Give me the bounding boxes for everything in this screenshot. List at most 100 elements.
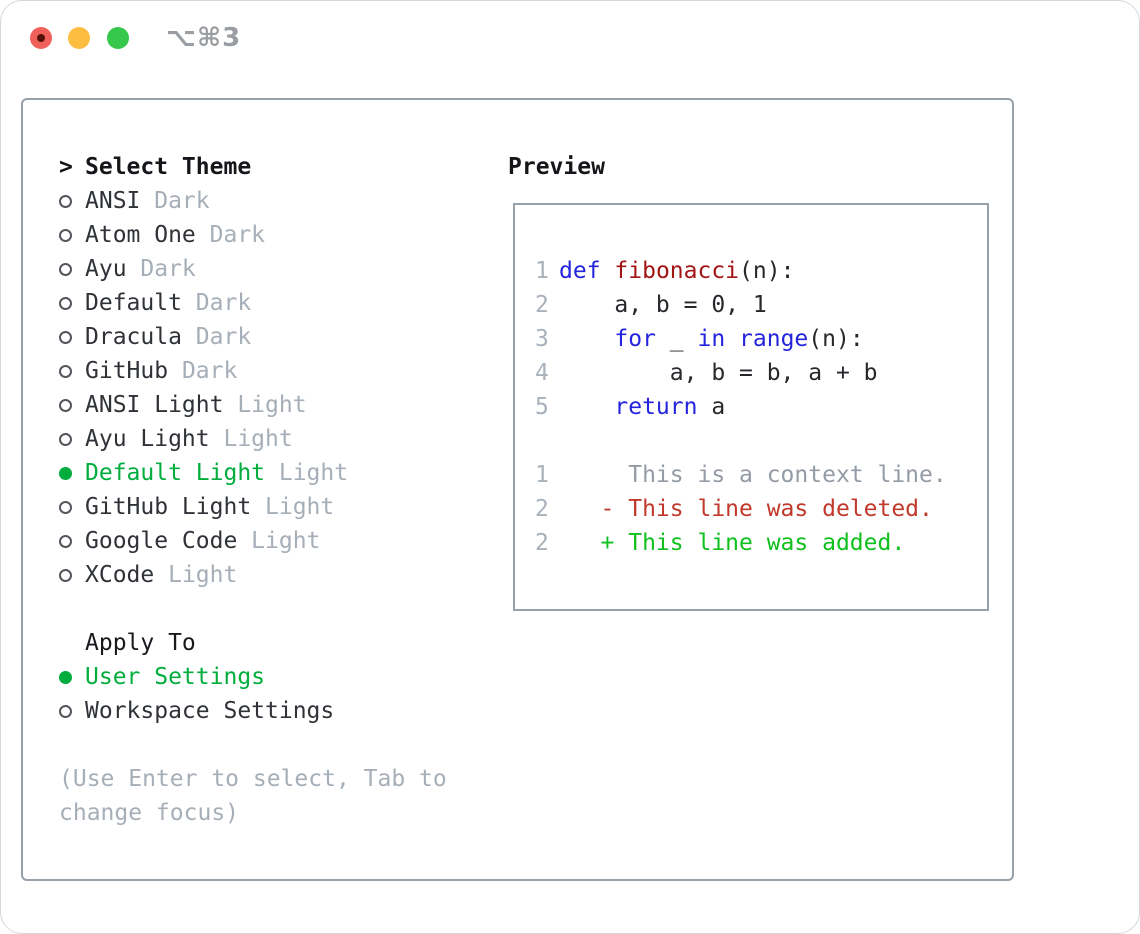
theme-item-dracula[interactable]: Dracula Dark [23,320,503,354]
theme-item-label: Dracula [85,324,182,350]
theme-variant-tag: Light [168,562,238,588]
token-kw: def [559,258,601,284]
radio-icon [59,569,85,582]
theme-item-label: Default [85,290,182,316]
token-plain [601,258,615,284]
theme-item-label: Ayu Light [85,426,210,452]
section-gap [23,728,503,762]
token-plain [725,326,739,352]
radio-icon [59,705,85,718]
theme-variant-tag: Dark [154,188,210,214]
line-number: 5 [535,394,549,420]
theme-item-label: Ayu [85,256,127,282]
radio-icon [59,195,85,208]
token-plain: a, b = 0, 1 [559,292,767,318]
line-number: 1 [535,462,549,488]
token-kw: for [614,326,656,352]
radio-icon [59,433,85,446]
preview-line: 5 return a [535,390,987,424]
radio-icon [59,297,85,310]
zoom-button[interactable] [107,27,129,49]
line-number: 2 [535,496,549,522]
theme-variant-tag: Dark [209,222,266,248]
apply-option-workspace-settings[interactable]: Workspace Settings [23,694,503,728]
theme-item-github[interactable]: GitHub Dark [23,354,503,388]
preview-line: 3 for _ in range(n): [535,322,987,356]
theme-item-label: Atom One [85,222,196,248]
theme-item-label: ANSI Light [85,392,224,418]
apply-option-label: Workspace Settings [85,698,335,724]
theme-variant-tag: Dark [181,358,238,384]
theme-item-ansi[interactable]: ANSI Dark [23,184,503,218]
token-ctx: This is a context line. [559,462,947,488]
theme-item-atom-one[interactable]: Atom One Dark [23,218,503,252]
theme-item-ayu-light[interactable]: Ayu Light Light [23,422,503,456]
radio-icon [59,331,85,344]
theme-item-ansi-light[interactable]: ANSI Light Light [23,388,503,422]
preview-line: 4 a, b = b, a + b [535,356,987,390]
theme-item-xcode[interactable]: XCode Light [23,558,503,592]
theme-item-label: XCode [85,562,155,588]
token-plain [559,326,614,352]
token-del: - This line was deleted. [559,496,933,522]
line-number: 4 [535,360,549,386]
window-title-shortcut: ⌥⌘3 [166,23,242,53]
preview-line: 2 a, b = 0, 1 [535,288,987,322]
hint-line-2: change focus) [59,800,240,826]
token-plain [559,394,614,420]
theme-item-label: Default Light [85,460,266,486]
minimize-button[interactable] [68,27,90,49]
theme-variant-tag: Light [223,426,293,452]
select-theme-title: Select Theme [85,154,252,180]
apply-to-title: Apply To [85,630,196,656]
theme-item-label: Google Code [85,528,238,554]
theme-item-label: ANSI [85,188,141,214]
token-plain: (n): [808,326,864,352]
radio-icon [59,501,85,514]
apply-option-user-settings[interactable]: User Settings [23,660,503,694]
theme-variant-tag: Light [265,494,335,520]
preview-title: Preview [508,154,605,180]
select-theme-header: > Select Theme [23,150,503,184]
radio-icon [59,535,85,548]
close-button[interactable] [30,27,52,49]
token-plain: (n): [739,258,795,284]
hint-line-1: (Use Enter to select, Tab to [59,766,447,792]
line-number: 1 [535,258,549,284]
theme-variant-tag: Light [237,392,307,418]
radio-icon [59,263,85,276]
line-number: 2 [535,530,549,556]
prompt-icon: > [59,154,73,180]
token-kw: return [614,394,698,420]
line-number: 3 [535,326,549,352]
radio-icon [59,399,85,412]
preview-line: 2 + This line was added. [535,526,987,560]
theme-variant-tag: Dark [195,324,252,350]
token-fn: fibonacci [614,258,740,284]
apply-to-header: Apply To [23,626,503,660]
theme-variant-tag: Light [278,460,349,486]
radio-selected-icon [59,467,85,480]
token-plain: a [697,394,726,420]
preview-line: 2 - This line was deleted. [535,492,987,526]
theme-item-ayu[interactable]: Ayu Dark [23,252,503,286]
theme-variant-tag: Dark [140,256,196,282]
theme-item-label: GitHub [85,358,169,384]
preview-line: 1 This is a context line. [535,458,987,492]
line-number: 2 [535,292,549,318]
radio-selected-icon [59,671,85,684]
apply-option-label: User Settings [85,664,266,690]
radio-icon [59,229,85,242]
section-gap [23,592,503,626]
theme-item-default-light[interactable]: Default Light Light [23,456,503,490]
radio-icon [59,365,85,378]
